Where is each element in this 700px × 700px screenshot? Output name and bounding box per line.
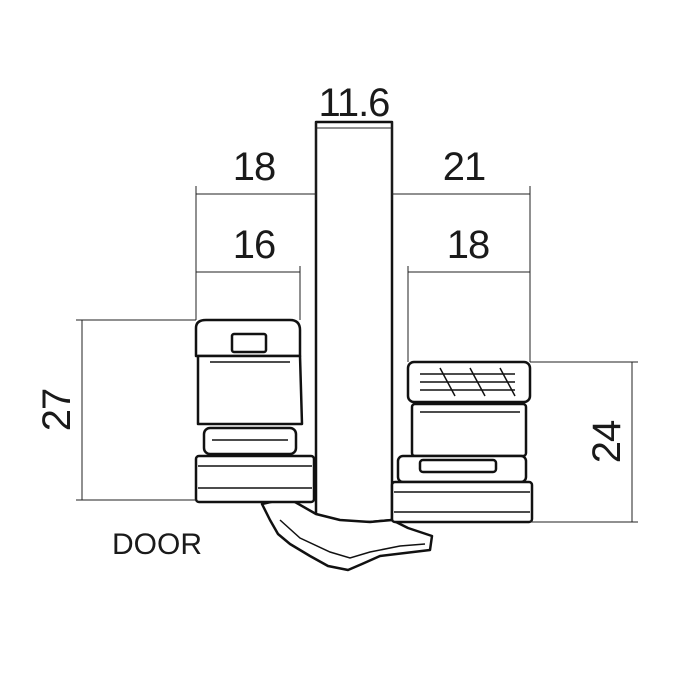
hinge-arm <box>260 496 434 572</box>
dimension-lines <box>76 122 638 523</box>
dim-right-height: 24 <box>585 420 629 463</box>
left-hinge-body <box>194 318 316 504</box>
dim-left-height: 27 <box>35 389 79 432</box>
door-label: DOOR <box>112 528 202 561</box>
dim-right-inner: 18 <box>447 223 490 267</box>
dim-center-width: 11.6 <box>319 81 390 125</box>
dim-right-outer: 21 <box>443 145 486 189</box>
right-hinge-body <box>390 360 534 524</box>
dim-left-outer: 18 <box>233 145 276 189</box>
center-mounting-plate <box>314 120 394 524</box>
dim-left-inner: 16 <box>233 223 276 267</box>
